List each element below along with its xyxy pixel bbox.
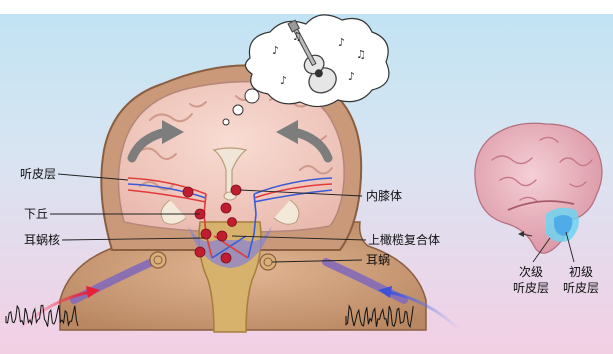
label-inferior-colliculus: 下丘	[4, 208, 48, 220]
svg-text:♪: ♪	[348, 70, 355, 83]
svg-text:♪: ♪	[338, 36, 345, 49]
svg-text:♪: ♪	[280, 74, 287, 87]
label-cochlear-nucleus: 耳蜗核	[4, 234, 60, 246]
label-cochlea: 耳蜗	[366, 254, 390, 266]
inferior-colliculus-right	[221, 203, 231, 213]
label-auditory-cortex: 听皮层	[4, 168, 56, 180]
medial-geniculate-right	[231, 185, 241, 195]
label-primary-auditory-cortex: 初级 听皮层	[556, 264, 606, 296]
label-secondary-auditory-cortex: 次级 听皮层	[506, 264, 556, 296]
svg-text:♪: ♪	[272, 44, 279, 57]
svg-text:♫: ♫	[292, 30, 302, 43]
medial-geniculate-left	[183, 187, 193, 197]
svg-text:♫: ♫	[356, 48, 366, 61]
label-superior-olivary-complex: 上橄榄复合体	[368, 234, 440, 246]
label-medial-geniculate: 内膝体	[366, 190, 402, 202]
